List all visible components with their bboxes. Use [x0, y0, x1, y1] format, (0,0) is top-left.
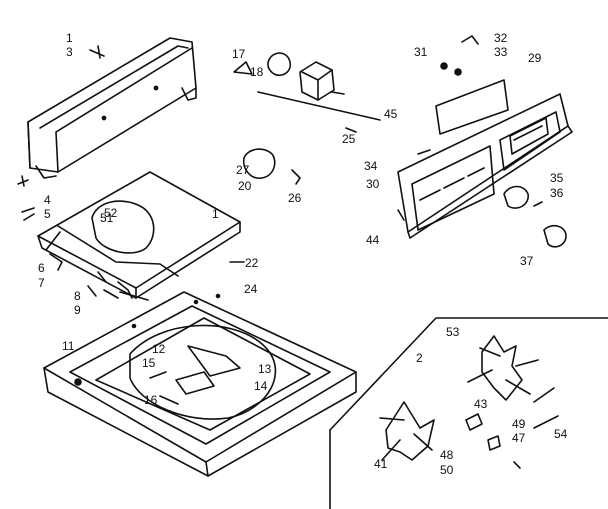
console-backsplash: [27, 37, 197, 179]
callout-1: 1: [66, 31, 73, 45]
callout-49: 49: [512, 417, 526, 431]
callout-45: 45: [384, 107, 398, 121]
small-hardware-left: [17, 45, 245, 301]
callout-53: 53: [446, 325, 460, 339]
callout-6: 6: [38, 261, 45, 275]
callout-31: 31: [414, 45, 428, 59]
callout-33: 33: [494, 45, 508, 59]
callout-44: 44: [366, 233, 380, 247]
callout-54: 54: [554, 427, 568, 441]
callout-52: 52: [104, 206, 118, 220]
callout-16: 16: [144, 393, 158, 407]
callout-12: 12: [152, 342, 166, 356]
callout-20: 20: [238, 179, 252, 193]
callout-1-lid: 1: [212, 207, 219, 221]
callout-43: 43: [474, 397, 488, 411]
callout-41: 41: [374, 457, 388, 471]
callout-17: 17: [232, 47, 246, 61]
callout-32: 32: [494, 31, 508, 45]
callout-47: 47: [512, 431, 526, 445]
callout-48: 48: [440, 448, 454, 462]
top-cover: [37, 171, 241, 299]
callout-29: 29: [528, 51, 542, 65]
callout-7: 7: [38, 276, 45, 290]
callout-26: 26: [288, 191, 302, 205]
callout-2-inset: 2: [416, 351, 423, 365]
callout-25: 25: [342, 132, 356, 146]
callout-18: 18: [250, 65, 264, 79]
callout-51: 51: [100, 211, 114, 225]
callout-14: 14: [254, 379, 268, 393]
callout-22: 22: [245, 256, 259, 270]
callout-15: 15: [142, 356, 156, 370]
inset-panel: [329, 317, 608, 509]
callout-36: 36: [550, 186, 564, 200]
callout-3: 3: [66, 45, 73, 59]
callout-34: 34: [364, 159, 378, 173]
callout-9: 9: [74, 303, 81, 317]
callout-5: 5: [44, 207, 51, 221]
callout-13: 13: [258, 362, 272, 376]
timer-assembly: [233, 52, 381, 185]
callout-11: 11: [62, 339, 75, 353]
control-panel: [397, 35, 573, 248]
callout-4: 4: [44, 193, 51, 207]
callout-35: 35: [550, 171, 564, 185]
callout-37: 37: [520, 254, 534, 268]
callout-27: 27: [236, 163, 250, 177]
callout-8: 8: [74, 289, 81, 303]
callout-24: 24: [244, 282, 258, 296]
callout-30: 30: [366, 177, 380, 191]
cabinet-base: [43, 291, 357, 477]
callout-50: 50: [440, 463, 454, 477]
